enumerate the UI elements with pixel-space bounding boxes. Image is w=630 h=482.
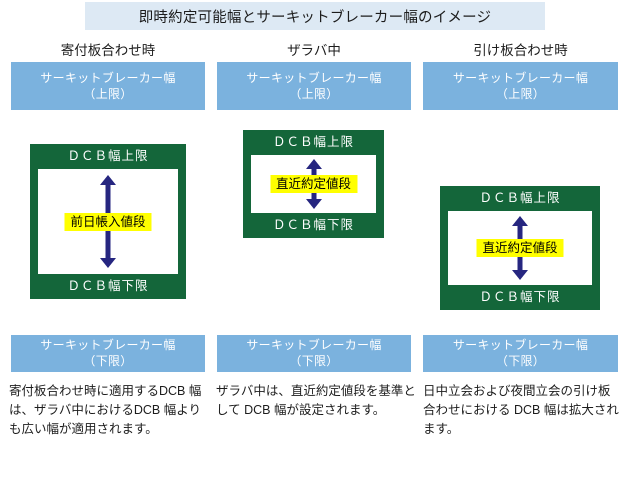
cb-upper-label-line1: サーキットブレーカー幅 <box>40 71 176 85</box>
circuit-breaker-lower-band: サーキットブレーカー幅 （下限） <box>423 335 618 372</box>
dcb-upper-limit-label: ＤＣＢ幅上限 <box>272 135 354 149</box>
cb-lower-label-line1: サーキットブレーカー幅 <box>452 337 589 352</box>
column-header-closing: 引け板合わせ時 <box>473 43 568 58</box>
arrow-head-up-icon <box>512 216 528 226</box>
panel-inner-area: ＤＣＢ幅上限 直近約定値段 ＤＣＢ幅下限 <box>431 110 610 335</box>
cb-upper-label-line2: （上限） <box>495 87 546 101</box>
dcb-upper-limit-label: ＤＣＢ幅上限 <box>67 149 149 163</box>
dcb-lower-limit-label: ＤＣＢ幅下限 <box>272 218 354 232</box>
dcb-inner-area: 直近約定値段 <box>251 155 376 213</box>
circuit-breaker-upper-band: サーキットブレーカー幅 （上限） <box>11 62 205 110</box>
page-title-bar: 即時約定可能幅とサーキットブレーカー幅のイメージ <box>85 2 545 30</box>
cb-lower-label-line1: サーキットブレーカー幅 <box>246 337 382 352</box>
circuit-breaker-upper-band: サーキットブレーカー幅 （上限） <box>217 62 411 110</box>
dcb-range-box: ＤＣＢ幅上限 前日帳入値段 ＤＣＢ幅下限 <box>30 144 186 299</box>
dcb-lower-limit-label: ＤＣＢ幅下限 <box>479 290 561 304</box>
reference-price-label: 直近約定値段 <box>476 239 564 257</box>
cb-upper-label-line2: （上限） <box>83 87 133 101</box>
cb-lower-label-line2: （下限） <box>83 353 133 368</box>
dcb-inner-area: 前日帳入値段 <box>38 169 178 274</box>
cb-upper-label-line1: サーキットブレーカー幅 <box>452 71 589 85</box>
arrow-head-down-icon <box>100 258 116 268</box>
cb-lower-label-line1: サーキットブレーカー幅 <box>40 337 176 352</box>
cb-upper-label-line1: サーキットブレーカー幅 <box>246 71 382 85</box>
circuit-breaker-lower-band: サーキットブレーカー幅 （下限） <box>11 335 205 372</box>
column-header-opening: 寄付板合わせ時 <box>60 43 156 58</box>
arrow-head-down-icon <box>512 270 528 280</box>
dcb-lower-limit-label: ＤＣＢ幅下限 <box>67 279 149 293</box>
diagram-panel-opening: サーキットブレーカー幅 （上限） ＤＣＢ幅上限 前日帳入値段 ＤＣＢ幅下限 サー… <box>11 62 205 372</box>
panel-inner-area: ＤＣＢ幅上限 直近約定値段 ＤＣＢ幅下限 <box>225 110 403 335</box>
circuit-breaker-lower-band: サーキットブレーカー幅 （下限） <box>217 335 411 372</box>
circuit-breaker-upper-band: サーキットブレーカー幅 （上限） <box>423 62 618 110</box>
note-closing: 日中立会および夜間立会の引け板合わせにおける DCB 幅は拡大されます。 <box>423 384 619 436</box>
column-header-continuous: ザラバ中 <box>287 43 341 58</box>
diagram-panel-continuous: サーキットブレーカー幅 （上限） ＤＣＢ幅上限 直近約定値段 ＤＣＢ幅下限 サー… <box>217 62 411 372</box>
diagram-panel-closing: サーキットブレーカー幅 （上限） ＤＣＢ幅上限 直近約定値段 ＤＣＢ幅下限 サー… <box>423 62 618 372</box>
cb-upper-label-line2: （上限） <box>289 87 339 101</box>
arrow-head-up-icon <box>305 159 322 169</box>
page-title: 即時約定可能幅とサーキットブレーカー幅のイメージ <box>138 9 492 26</box>
note-continuous: ザラバ中は、直近約定値段を基準として DCB 幅が設定されます。 <box>216 384 416 417</box>
dcb-upper-limit-label: ＤＣＢ幅上限 <box>479 191 561 205</box>
cb-lower-label-line2: （下限） <box>289 353 339 368</box>
arrow-head-up-icon <box>100 175 116 185</box>
dcb-inner-area: 直近約定値段 <box>448 211 592 285</box>
note-opening: 寄付板合わせ時に適用するDCB 幅は、ザラバ中におけるDCB 幅よりも広い幅が適… <box>9 384 202 436</box>
cb-lower-label-line2: （下限） <box>495 353 546 368</box>
reference-price-label: 直近約定値段 <box>269 175 358 193</box>
panel-inner-area: ＤＣＢ幅上限 前日帳入値段 ＤＣＢ幅下限 <box>19 110 197 335</box>
arrow-head-down-icon <box>305 199 322 209</box>
dcb-range-box: ＤＣＢ幅上限 直近約定値段 ＤＣＢ幅下限 <box>440 186 600 310</box>
dcb-range-box: ＤＣＢ幅上限 直近約定値段 ＤＣＢ幅下限 <box>243 130 384 238</box>
reference-price-label: 前日帳入値段 <box>64 212 152 231</box>
